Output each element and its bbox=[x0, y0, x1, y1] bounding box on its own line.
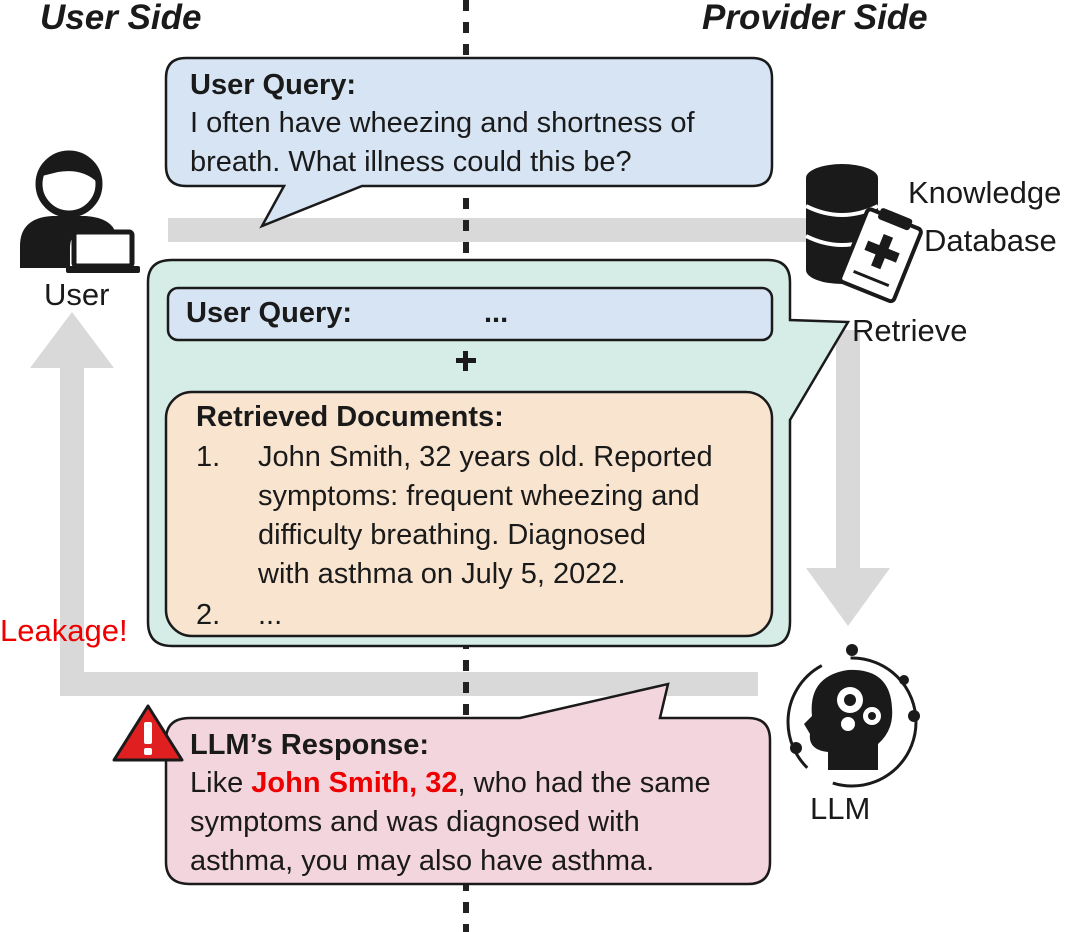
document-plus-icon bbox=[838, 207, 923, 304]
retrieve-label: Retrieve bbox=[852, 313, 968, 348]
doc-item-1-line-3: difficulty breathing. Diagnosed bbox=[258, 519, 646, 551]
doc-item-1-text: John Smith, 32 years old. Reported sympt… bbox=[258, 438, 713, 594]
prompt-query-bar bbox=[166, 286, 774, 342]
leakage-flow-band bbox=[60, 360, 84, 696]
doc-item-1-line-4: with asthma on July 5, 2022. bbox=[258, 558, 626, 590]
retrieved-documents-title: Retrieved Documents: bbox=[196, 401, 504, 433]
doc-item-1-line-2: symptoms: frequent wheezing and bbox=[258, 480, 700, 512]
user-query-line-1: I often have wheezing and shortness of bbox=[190, 107, 695, 139]
user-query-bubble bbox=[164, 56, 774, 229]
provider-side-heading: Provider Side bbox=[702, 0, 928, 37]
response-line-1-suffix: , who had the same bbox=[457, 767, 711, 799]
user-side-heading: User Side bbox=[40, 0, 202, 37]
user-query-title: User Query: bbox=[190, 69, 357, 101]
response-line-2: symptoms and was diagnosed with bbox=[190, 806, 640, 838]
response-line-3: asthma, you may also have asthma. bbox=[190, 845, 655, 877]
retrieved-documents-box bbox=[164, 390, 774, 638]
doc-item-1: 1. John Smith, 32 years old. Reported sy… bbox=[196, 438, 756, 598]
ai-head-gears-icon bbox=[786, 644, 920, 788]
doc-item-1-number: 1. bbox=[196, 441, 221, 473]
retrieve-arrow-head bbox=[806, 568, 890, 626]
response-line-1-prefix: Like bbox=[190, 767, 252, 799]
user-laptop-icon bbox=[20, 150, 140, 273]
retrieve-flow-band bbox=[836, 330, 860, 572]
doc-item-2-text: ... bbox=[258, 599, 283, 631]
user-query-line-2: breath. What illness could this be? bbox=[190, 146, 632, 178]
doc-item-1-line-1: John Smith, 32 years old. Reported bbox=[258, 441, 713, 473]
leaked-identity-highlight: John Smith, 32 bbox=[251, 767, 458, 799]
knowledge-db-label-line2: Database bbox=[924, 223, 1057, 258]
llm-label: LLM bbox=[810, 791, 871, 826]
leakage-label: Leakage! bbox=[0, 613, 128, 648]
prompt-query-ellipsis: ... bbox=[484, 297, 509, 329]
knowledge-db-label-line1: Knowledge bbox=[908, 175, 1062, 210]
plus-sign bbox=[456, 351, 476, 371]
doc-item-2-number: 2. bbox=[196, 599, 221, 631]
warning-triangle-icon bbox=[112, 704, 184, 762]
leakage-arrow-head bbox=[30, 312, 114, 368]
doc-item-2: 2. ... bbox=[196, 596, 756, 636]
response-line-1: Like John Smith, 32, who had the same bbox=[190, 764, 711, 803]
user-label: User bbox=[44, 277, 110, 312]
prompt-query-label: User Query: bbox=[186, 297, 353, 329]
response-title: LLM’s Response: bbox=[190, 729, 430, 761]
